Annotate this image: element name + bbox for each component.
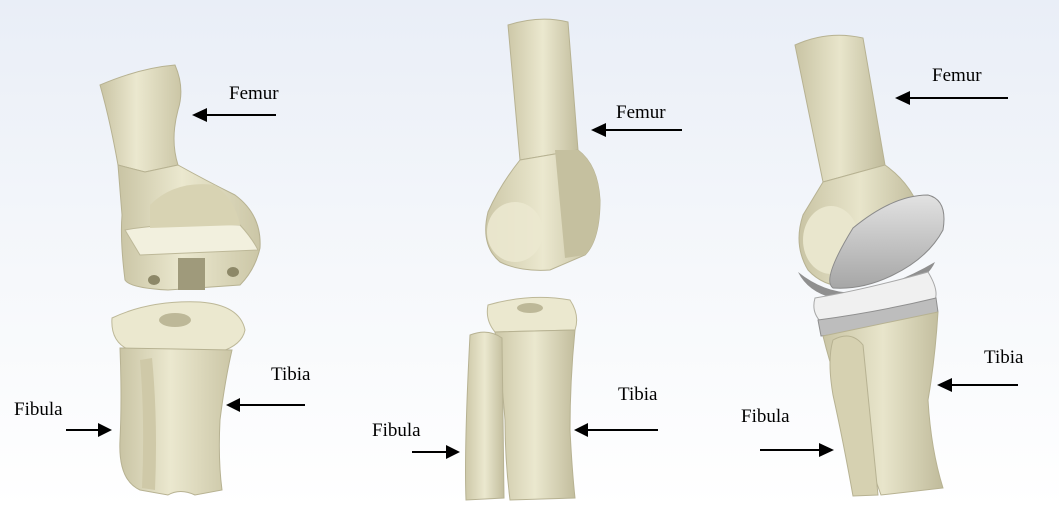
tibia-label: Tibia (618, 385, 657, 404)
fibula-bone (466, 332, 505, 500)
fibula-label: Fibula (372, 421, 421, 440)
femur-label: Femur (229, 84, 279, 103)
femur-shaft (508, 19, 578, 160)
femur-peg-hole-left (148, 275, 160, 285)
tibia-shaft (120, 348, 232, 495)
panel-1-render (0, 0, 370, 507)
tibia-shaft (495, 330, 575, 500)
fibula-label: Fibula (14, 400, 63, 419)
fibula-label: Fibula (741, 407, 790, 426)
panel-exploded-side: Femur Tibia Fibula (370, 0, 703, 507)
femur-chamfer (125, 224, 258, 255)
tibia-label: Tibia (271, 365, 310, 384)
femur-box-notch (178, 258, 205, 290)
femur-condyle-bulge (487, 202, 543, 262)
tibia-label: Tibia (984, 348, 1023, 367)
panel-3-render (703, 0, 1059, 507)
tibia-stem-hole (159, 313, 191, 327)
femur-peg-hole-right (227, 267, 239, 277)
tibia-stem-hole (517, 303, 543, 313)
tibia-plateau (487, 297, 576, 332)
femur-label: Femur (932, 66, 982, 85)
panel-assembled: Femur Tibia Fibula (703, 0, 1059, 507)
panel-exploded-front: Femur Tibia Fibula (0, 0, 370, 507)
femur-label: Femur (616, 103, 666, 122)
